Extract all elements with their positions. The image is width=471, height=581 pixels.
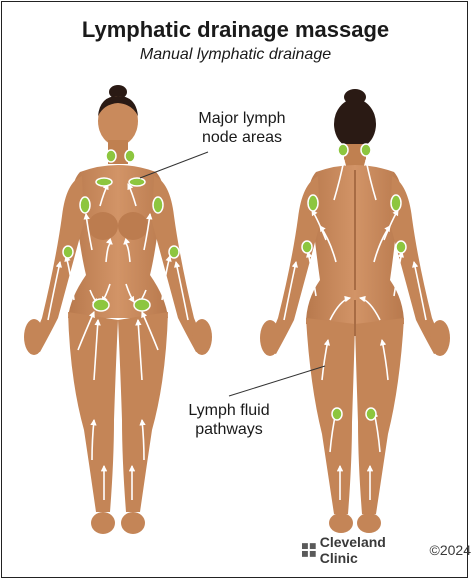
- front-right-leg: [118, 312, 168, 512]
- node-back-neck-right: [360, 143, 372, 157]
- node-front-elbow-left: [62, 245, 74, 259]
- label-node-line-2: node areas: [201, 129, 283, 146]
- front-left-foot: [91, 512, 115, 534]
- back-body: [260, 89, 450, 533]
- node-front-neck-right: [124, 149, 136, 163]
- node-back-elbow-left: [301, 240, 313, 254]
- front-hair: [98, 96, 138, 116]
- front-hair-bun: [109, 85, 127, 99]
- cleveland-clinic-logo-icon: [302, 543, 316, 557]
- front-right-foot: [121, 512, 145, 534]
- node-back-axilla-left: [307, 194, 319, 212]
- node-back-elbow-right: [395, 240, 407, 254]
- node-back-neck-left: [337, 143, 349, 157]
- label-node-line-1: Major lymph: [198, 110, 286, 127]
- node-front-groin-right: [133, 298, 151, 312]
- brand-name: Cleveland Clinic: [319, 534, 386, 566]
- back-right-leg: [355, 318, 404, 514]
- leader-line-fluid-pathways: [228, 365, 326, 397]
- label-fluid-line-2: pathways: [195, 421, 263, 438]
- node-front-axilla-left: [79, 196, 91, 214]
- front-head: [98, 96, 138, 146]
- back-right-foot: [357, 513, 381, 533]
- leader-line-node-areas: [139, 151, 209, 179]
- label-major-lymph-node-areas: Major lymph node areas: [174, 109, 310, 147]
- front-torso: [68, 165, 168, 318]
- front-breast-left: [88, 212, 118, 240]
- node-front-clavicle-right: [128, 177, 146, 187]
- node-back-knee-left: [331, 407, 343, 421]
- front-right-hand: [192, 319, 212, 355]
- front-body: [24, 85, 212, 534]
- back-head: [334, 99, 376, 149]
- node-back-knee-right: [365, 407, 377, 421]
- back-right-hand: [430, 320, 450, 356]
- back-left-foot: [329, 513, 353, 533]
- label-lymph-fluid-pathways: Lymph fluid pathways: [176, 401, 282, 439]
- front-left-hand: [24, 319, 44, 355]
- diagram-subtitle: Manual lymphatic drainage: [139, 46, 332, 63]
- front-breast-right: [118, 212, 148, 240]
- node-front-axilla-right: [152, 196, 164, 214]
- node-back-axilla-right: [390, 194, 402, 212]
- brand-credit: Cleveland Clinic ©2024: [302, 534, 471, 566]
- node-front-neck-left: [105, 149, 117, 163]
- back-left-leg: [306, 318, 355, 514]
- label-fluid-line-1: Lymph fluid: [188, 402, 270, 419]
- back-left-hand: [260, 320, 280, 356]
- lymph-node-markers: [62, 143, 407, 421]
- node-front-clavicle-left: [95, 177, 113, 187]
- front-left-leg: [68, 312, 118, 512]
- node-front-groin-left: [92, 298, 110, 312]
- brand-copyright: ©2024: [429, 542, 471, 558]
- diagram-title: Lymphatic drainage massage: [81, 17, 390, 42]
- node-front-elbow-right: [168, 245, 180, 259]
